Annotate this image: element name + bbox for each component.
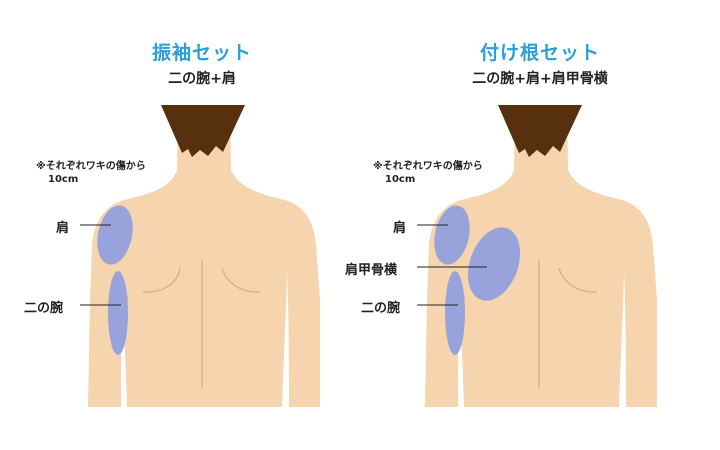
figure-right (417, 104, 658, 408)
note-distance: 10cm (48, 174, 79, 185)
area-scapula-side (467, 227, 521, 301)
area-shoulder (97, 205, 133, 265)
note: ※それぞれワキの傷から (373, 161, 483, 172)
label-shoulder: 肩 (56, 221, 70, 236)
panel-subtitle: 二の腕+肩 (168, 71, 236, 87)
label-scapula-side: 肩甲骨横 (345, 263, 398, 278)
label-upper-arm: 二の腕 (361, 301, 401, 316)
panel-subtitle: 二の腕+肩+肩甲骨横 (472, 71, 608, 87)
label-shoulder: 肩 (393, 221, 407, 236)
panel-title: 振袖セット (151, 42, 252, 64)
label-upper-arm: 二の腕 (24, 301, 64, 316)
figure-left (80, 104, 321, 408)
area-upper-arm (445, 271, 465, 355)
area-shoulder (434, 205, 470, 265)
note: ※それぞれワキの傷から (36, 161, 146, 172)
area-upper-arm (108, 271, 128, 355)
panel-title: 付け根セット (479, 42, 600, 64)
note-distance: 10cm (385, 174, 416, 185)
